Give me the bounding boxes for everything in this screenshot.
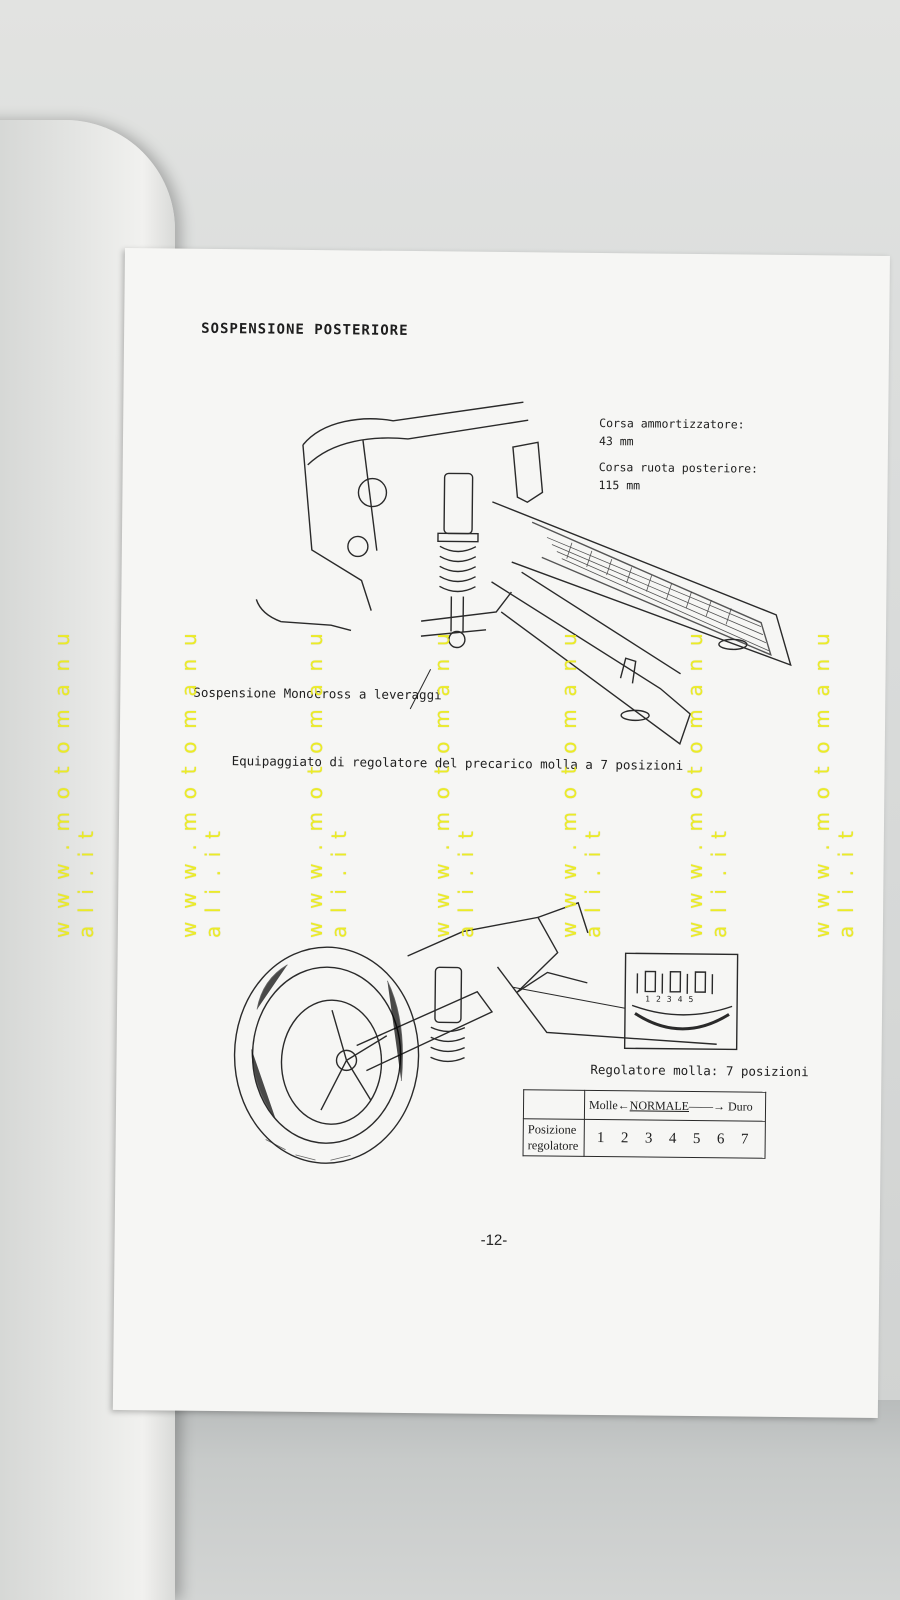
rear-wheel-illustration — [233, 901, 739, 1164]
hard-label: Duro — [727, 1098, 753, 1114]
inset-position-numbers: 12345 — [645, 994, 699, 1004]
manual-page: SOSPENSIONE POSTERIORE Corsa ammortizzat… — [112, 248, 890, 1418]
adjuster-caption: Regolatore molla: 7 posizioni — [590, 1061, 809, 1080]
page-number: -12- — [480, 1231, 508, 1250]
position-value: 7 — [740, 1130, 749, 1148]
inset-number: 5 — [688, 994, 700, 1005]
adjuster-table: Molle←NORMALE——→ Duro Posizione regolato… — [523, 1089, 767, 1159]
rear-suspension-illustration — [255, 401, 792, 745]
inset-number: 3 — [666, 994, 678, 1004]
normal-label: NORMALE — [629, 1097, 690, 1113]
stiffness-scale: Molle←NORMALE——→ Duro — [584, 1090, 766, 1122]
row-label-cell: Posizione regolatore — [523, 1118, 585, 1157]
table-corner-cell — [523, 1089, 585, 1120]
inset-number: 4 — [677, 994, 689, 1004]
watermark-text: w w w . m o t o m a n u a l i . i t — [177, 630, 225, 938]
watermark-text: w w w . m o t o m a n u a l i . i t — [303, 630, 351, 938]
watermark-text: w w w . m o t o m a n u a l i . i t — [557, 630, 605, 938]
row-label-line-2: regolatore — [527, 1138, 579, 1153]
position-value: 4 — [668, 1130, 677, 1147]
position-value: 2 — [620, 1129, 629, 1146]
watermark-text: w w w . m o t o m a n u a l i . i t — [430, 630, 478, 938]
watermark-text: w w w . m o t o m a n u a l i . i t — [50, 630, 98, 938]
inset-number: 1 — [645, 994, 657, 1004]
soft-label: Molle — [588, 1097, 618, 1112]
position-value: 6 — [716, 1130, 725, 1147]
row-label-line-1: Posizione — [527, 1122, 577, 1137]
inset-number: 2 — [655, 994, 667, 1004]
position-value: 3 — [644, 1129, 653, 1147]
watermark-text: w w w . m o t o m a n u a l i . i t — [683, 630, 731, 938]
watermark-text: w w w . m o t o m a n u a l i . i t — [810, 630, 858, 938]
position-value: 1 — [596, 1129, 605, 1146]
position-value: 5 — [692, 1130, 701, 1147]
